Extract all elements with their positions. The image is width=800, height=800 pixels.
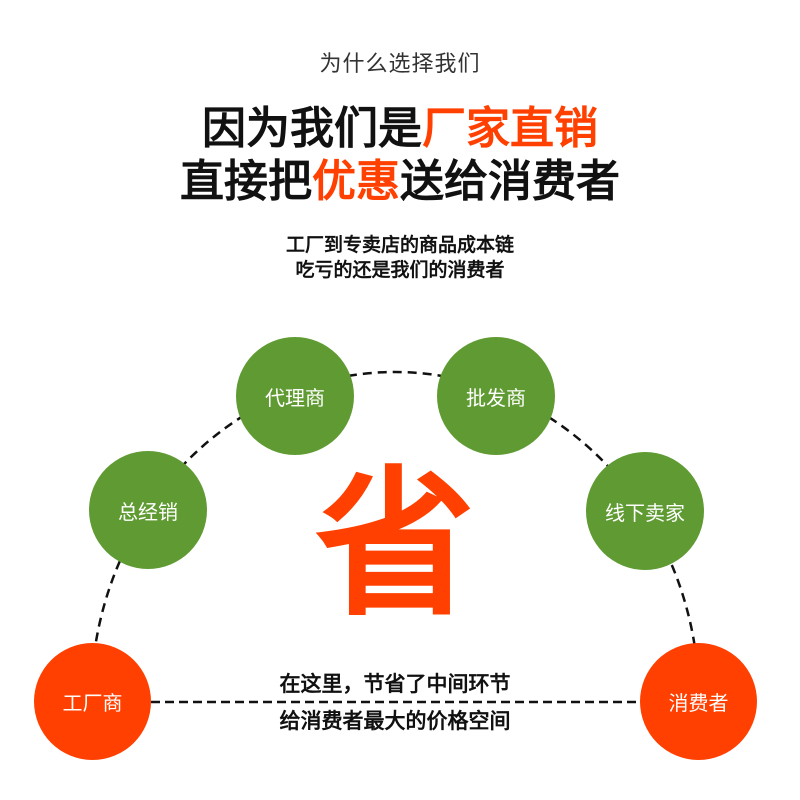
- node-label: 线下卖家: [605, 500, 685, 525]
- headline-plain: 因为我们是: [202, 103, 422, 154]
- node-offline-seller: 线下卖家: [586, 452, 704, 570]
- node-wholesaler: 批发商: [437, 337, 555, 455]
- node-agent: 代理商: [236, 337, 354, 455]
- headline-highlight: 优惠: [312, 156, 400, 207]
- node-consumer: 消费者: [640, 643, 757, 760]
- headline-highlight: 厂家直销: [422, 103, 598, 154]
- node-label: 批发商: [466, 385, 526, 410]
- section-subtitle: 为什么选择我们: [319, 52, 481, 77]
- save-character: 省: [314, 451, 475, 638]
- node-label: 工厂商: [62, 691, 123, 715]
- shortcut-text-line-2: 给消费者最大的价格空间: [279, 709, 511, 733]
- node-label: 代理商: [265, 385, 325, 410]
- node-label: 消费者: [668, 691, 729, 715]
- tagline-line-1: 工厂到专卖店的商品成本链: [285, 234, 514, 256]
- headline-line-1: 因为我们是厂家直销: [0, 104, 800, 154]
- node-general-distributor: 总经销: [89, 451, 207, 569]
- tagline-line-2: 吃亏的还是我们的消费者: [295, 259, 505, 281]
- shortcut-text-line-1: 在这里，节省了中间环节: [279, 672, 511, 696]
- node-label: 总经销: [118, 499, 178, 524]
- node-factory: 工厂商: [34, 643, 151, 760]
- headline-line-2: 直接把优惠送给消费者: [0, 157, 800, 207]
- headline-plain-after: 送给消费者: [400, 156, 620, 207]
- headline-plain-before: 直接把: [180, 156, 312, 207]
